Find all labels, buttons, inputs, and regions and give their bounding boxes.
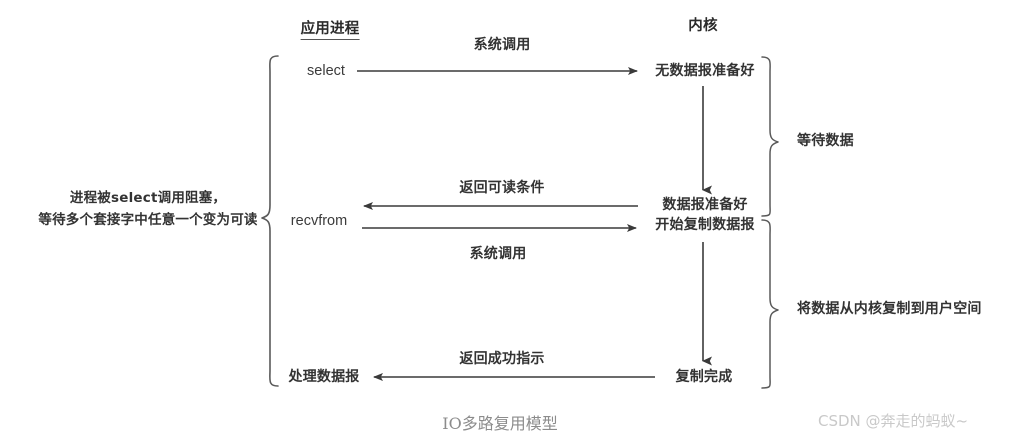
kernel-state-start-copy: 开始复制数据报 xyxy=(655,217,755,233)
app-step-recvfrom: recvfrom xyxy=(290,213,348,229)
kernel-state-no-datagram: 无数据报准备好 xyxy=(655,63,755,79)
arrow-label-return-readable: 返回可读条件 xyxy=(459,180,545,196)
phase-bracket-wait-data xyxy=(761,56,779,217)
arrow-label-return-success: 返回成功指示 xyxy=(459,351,545,367)
column-header-kernel: 内核 xyxy=(688,18,718,34)
left-annotation-line2: 等待多个套接字中任意一个变为可读 xyxy=(38,212,258,228)
kernel-state-copy-complete: 复制完成 xyxy=(675,369,733,385)
application-process-brace xyxy=(261,55,279,387)
arrow-label-syscall-select: 系统调用 xyxy=(473,37,531,53)
phase-label-wait-data: 等待数据 xyxy=(797,133,854,149)
diagram-caption: IO多路复用模型 xyxy=(442,414,558,433)
app-step-process-datagram: 处理数据报 xyxy=(288,369,360,385)
arrow-label-syscall-recvfrom: 系统调用 xyxy=(469,246,527,262)
kernel-state-datagram-ready: 数据报准备好 xyxy=(662,197,748,213)
app-step-select: select xyxy=(307,63,345,79)
left-annotation-line1: 进程被select调用阻塞， xyxy=(69,190,227,206)
phase-bracket-copy-data xyxy=(761,219,779,389)
watermark: CSDN @奔走的蚂蚁~ xyxy=(818,412,969,430)
phase-label-copy-data: 将数据从内核复制到用户空间 xyxy=(797,301,982,317)
column-header-application: 应用进程 xyxy=(300,20,360,40)
